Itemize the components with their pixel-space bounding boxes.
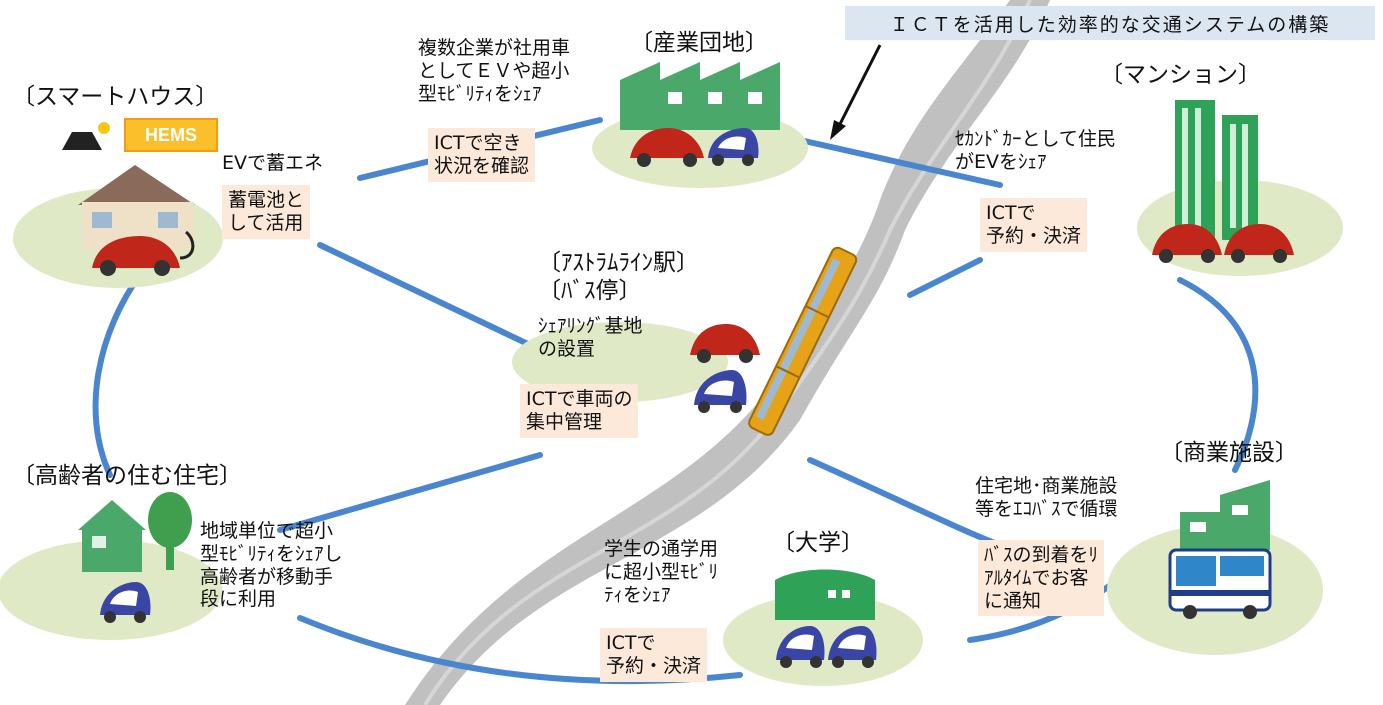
smart-house-title: 〔スマートハウス〕: [12, 84, 219, 110]
elderly-title: 〔高齢者の住む住宅〕: [12, 463, 242, 489]
ev-car-icon: [630, 128, 704, 167]
road-edge: [423, 0, 1032, 705]
mansion-title: 〔マンション〕: [1100, 62, 1261, 88]
ring-industrial-mansion: [797, 137, 1003, 188]
ring-station-commercial: [807, 457, 1003, 548]
ring-elderly-house: [92, 272, 143, 478]
micro-mobility-icon: [828, 626, 877, 668]
university-title: 〔大学〕: [772, 530, 864, 556]
micro-mobility-icon: [708, 128, 759, 166]
university-box: ICTで 予約・決済: [600, 628, 708, 682]
banner-arrowhead: [830, 120, 846, 140]
industrial-title: 〔産業団地〕: [630, 30, 768, 56]
commercial-building-icon: [1180, 480, 1270, 550]
train-icon: [748, 246, 858, 436]
ring-station-elderly: [277, 452, 543, 533]
solar-panel-icon: [62, 122, 110, 150]
commercial-box: ﾊﾞｽの到着をﾘ ｱﾙﾀｲﾑでお客 に通知: [978, 540, 1105, 617]
ev-car-icon: [92, 230, 195, 276]
system-banner: ＩＣＴを活用した効率的な交通システムの構築: [845, 6, 1375, 40]
house-icon: [78, 165, 195, 250]
mansion-box: ICTで 予約・決済: [980, 198, 1088, 252]
industrial-note: 複数企業が社用車 としてＥＶや超小 型ﾓﾋﾞﾘﾃｨをｼｪｱ: [418, 37, 571, 105]
micro-mobility-icon: [776, 626, 825, 668]
commercial-title: 〔商業施設〕: [1160, 440, 1298, 466]
ev-car-icon: [690, 324, 760, 363]
micro-mobility-icon: [100, 582, 151, 623]
university-building-icon: [775, 569, 875, 620]
tree-icon: [148, 492, 192, 570]
commercial-note: 住宅地･商業施設 等をｴｺﾊﾞｽで循環: [975, 475, 1118, 520]
station-note: ｼｪｱﾘﾝｸﾞ基地 の設置: [538, 315, 643, 360]
industrial-box: ICTで空き 状況を確認: [428, 128, 536, 182]
ring-station-mansion: [907, 257, 983, 298]
ring-house-station: [317, 242, 533, 348]
hems-badge: HEMS: [124, 118, 218, 152]
road: [405, 0, 1050, 705]
ev-car-icon: [1224, 224, 1294, 263]
ev-car-icon: [1152, 224, 1222, 263]
banner-arrow: [834, 44, 882, 133]
small-house-icon: [78, 500, 146, 572]
mansion-note: ｾｶﾝﾄﾞｶｰとして住民 がEVをｼｪｱ: [955, 128, 1116, 173]
micro-mobility-icon: [694, 370, 747, 413]
station-title: 〔ｱｽﾄﾗﾑﾗｲﾝ駅〕 〔ﾊﾞｽ停〕: [538, 250, 699, 304]
smart-house-note: EVで蓄エネ: [222, 152, 324, 174]
university-note: 学生の通学用 に超小型ﾓﾋﾞﾘ ﾃｨをｼｪｱ: [604, 538, 719, 606]
bus-icon: [1168, 548, 1272, 619]
elderly-note: 地域単位で超小 型ﾓﾋﾞﾘﾃｨをｼｪｱし 高齢者が移動手 段に利用: [200, 520, 343, 611]
station-ellipse: [512, 322, 728, 402]
station-box: ICTで車両の 集中管理: [520, 384, 639, 438]
ring-mansion-right: [1177, 277, 1259, 473]
apartment-icon: [1175, 100, 1258, 240]
factory-icon: [620, 62, 780, 130]
smart-house-box: 蓄電池と して活用: [222, 185, 311, 239]
